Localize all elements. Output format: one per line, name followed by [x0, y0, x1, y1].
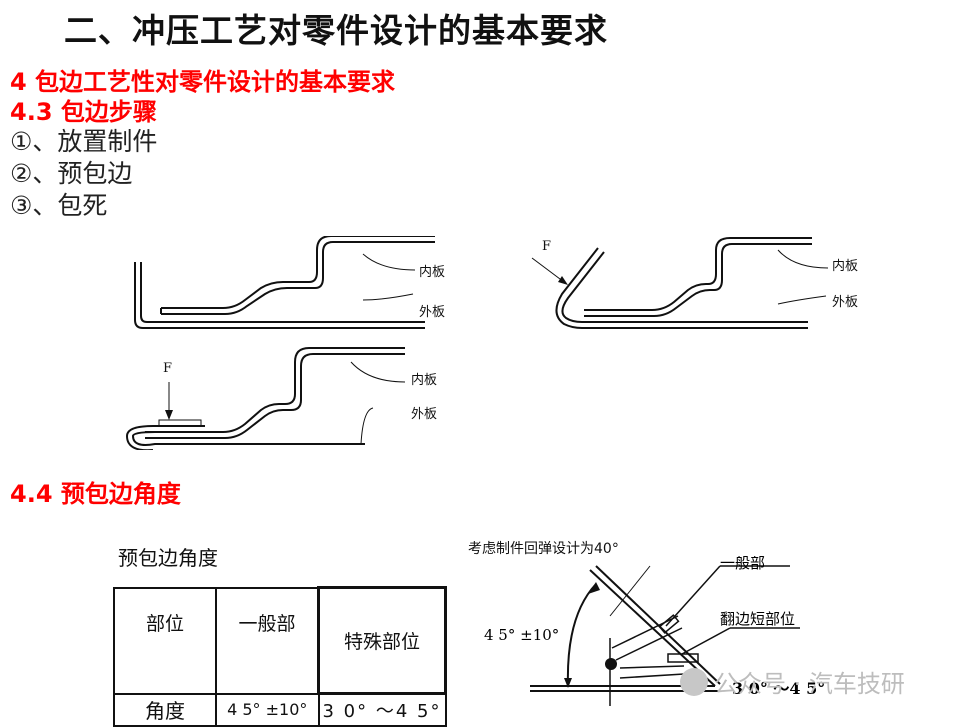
section-4-3-heading: 4.3 包边步骤 [10, 98, 157, 126]
inner-panel-shape [161, 241, 435, 315]
section-4-heading: 4 包边工艺性对零件设计的基本要求 [10, 68, 396, 96]
table-cell: 角度 [113, 692, 217, 727]
angle-note: 考虑制件回弹设计为40° [468, 541, 619, 557]
inner-label: 内板 [411, 372, 437, 388]
table-caption: 预包边角度 [118, 546, 218, 570]
diagram-place-part: 内板 外板 [134, 236, 445, 329]
short-flange-label: 翻边短部位 [720, 610, 795, 628]
table-cell: 3 0° ～4 5° [317, 692, 447, 727]
outer-label: 外板 [411, 407, 437, 422]
angle-arc [566, 583, 597, 687]
force-label: F [163, 361, 172, 376]
table-row: 角度 4 5° ±10° 3 0° ～4 5° [113, 692, 447, 727]
table-header-cell: 部位 [113, 586, 217, 695]
table-header-row: 部位 一般部 特殊部位 [113, 586, 447, 695]
angle-label: 4 5° ±10° [484, 626, 559, 644]
step-1: ①、放置制件 [10, 127, 158, 156]
table-cell: 4 5° ±10° [215, 692, 320, 727]
section-4-4-heading: 4.4 预包边角度 [10, 480, 181, 508]
range-label: 3 0° ～4 5° [732, 679, 825, 698]
general-label: 一般部 [720, 556, 765, 572]
table-header-cell: 特殊部位 [317, 586, 447, 695]
outer-label: 外板 [419, 305, 445, 320]
watermark: 公众号 · 汽车技研 [680, 664, 905, 699]
outer-panel-shape [134, 262, 425, 329]
page-title: 二、冲压工艺对零件设计的基本要求 [64, 11, 608, 50]
diagram-pre-hem: F 内板 外板 [531, 237, 858, 329]
table-header-cell: 一般部 [215, 586, 320, 695]
wechat-icon [680, 668, 708, 696]
inner-label: 内板 [419, 264, 445, 280]
force-label: F [542, 239, 551, 254]
step-2: ②、预包边 [10, 159, 133, 188]
watermark-text: 公众号 · 汽车技研 [714, 670, 905, 698]
outer-label: 外板 [832, 295, 858, 310]
inner-label: 内板 [832, 258, 858, 274]
step-3: ③、包死 [10, 191, 108, 220]
diagram-final-hem: F 内板 外板 [125, 347, 437, 450]
pre-hem-angle-table: 部位 一般部 特殊部位 角度 4 5° ±10° 3 0° ～4 5° [113, 586, 447, 727]
pivot-dot [605, 658, 617, 670]
